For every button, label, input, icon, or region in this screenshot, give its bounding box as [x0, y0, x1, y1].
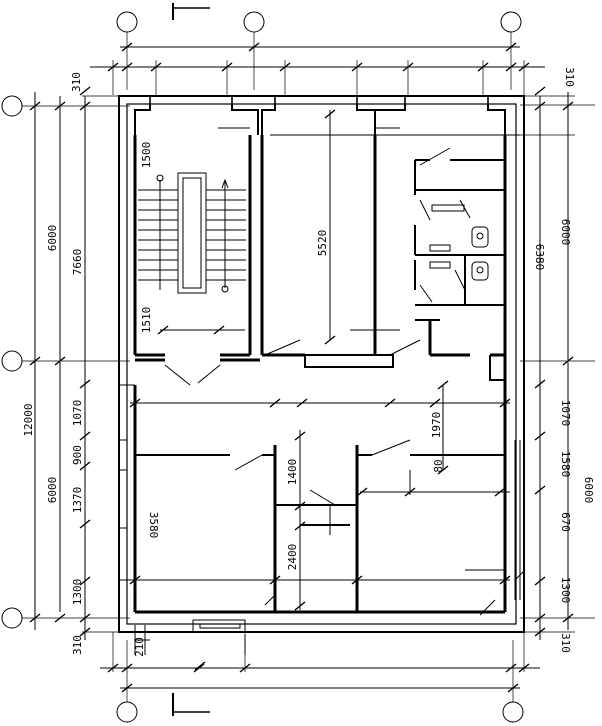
dim-left-seg-5: 310 [71, 635, 84, 655]
dim-partition-b: 2400 [286, 544, 299, 571]
dim-left-seg-3: 1370 [71, 487, 84, 514]
dim-right-upper-inner: 6380 [533, 244, 546, 271]
dim-right-seg-2: 1580 [559, 451, 572, 478]
axis-bubble-bottom-left [116, 701, 138, 723]
dim-right-seg-4: 1300 [559, 577, 572, 604]
dim-right-top-small: 310 [563, 67, 576, 87]
axis-bubble-left-mid [1, 350, 23, 372]
axis-bubble-top-right [500, 11, 522, 33]
dim-left-inner-upper: 7660 [71, 249, 84, 276]
dim-partition-a: 1400 [286, 459, 299, 486]
dim-right-seg-3: 670 [559, 512, 572, 532]
interior-dimension-lines [129, 109, 526, 671]
axis-bubble-bottom-right [502, 701, 524, 723]
dim-stair-top: 1500 [140, 142, 153, 169]
left-dimensions [29, 86, 135, 640]
dim-left-top-small: 310 [70, 72, 83, 92]
dim-right-seg-5: 310 [559, 633, 572, 653]
section-mark-bottom [172, 693, 210, 716]
dim-room-height: 5520 [316, 230, 329, 257]
dim-left-outer-lower: 6000 [46, 477, 59, 504]
axis-bubbles [1, 11, 524, 723]
outer-walls [118, 95, 525, 633]
dim-right-seg-1: 1070 [559, 400, 572, 427]
dim-bottom-210: 210 [133, 637, 146, 657]
right-dimensions [520, 86, 595, 640]
axis-bubble-left-bottom [1, 607, 23, 629]
dim-left-seg-2: 900 [71, 445, 84, 465]
dim-right-upper: 6000 [559, 219, 572, 246]
dim-stair-bottom: 1510 [140, 307, 153, 334]
dim-left-seg-1: 1070 [71, 400, 84, 427]
axis-bubble-left-top [1, 95, 23, 117]
dim-small-80: 80 [432, 459, 445, 472]
dim-room-3580: 3580 [147, 512, 160, 539]
bottom-dimensions [100, 632, 540, 693]
dim-left-outer-upper: 6000 [46, 225, 59, 252]
dim-left-seg-4: 1300 [71, 579, 84, 606]
dim-corridor: 1970 [430, 412, 443, 439]
dim-right-lower: 6000 [582, 477, 595, 504]
top-dimensions [90, 42, 545, 96]
section-mark-top [172, 3, 210, 20]
dim-left-outer-total: 12000 [22, 403, 35, 436]
axis-bubble-top-left [116, 11, 138, 33]
dimension-labels: 310 6000 7660 12000 1070 900 1370 6000 1… [22, 67, 595, 657]
staircase [138, 172, 246, 294]
axis-bubble-top-mid [243, 11, 265, 33]
interior-walls [133, 135, 507, 616]
